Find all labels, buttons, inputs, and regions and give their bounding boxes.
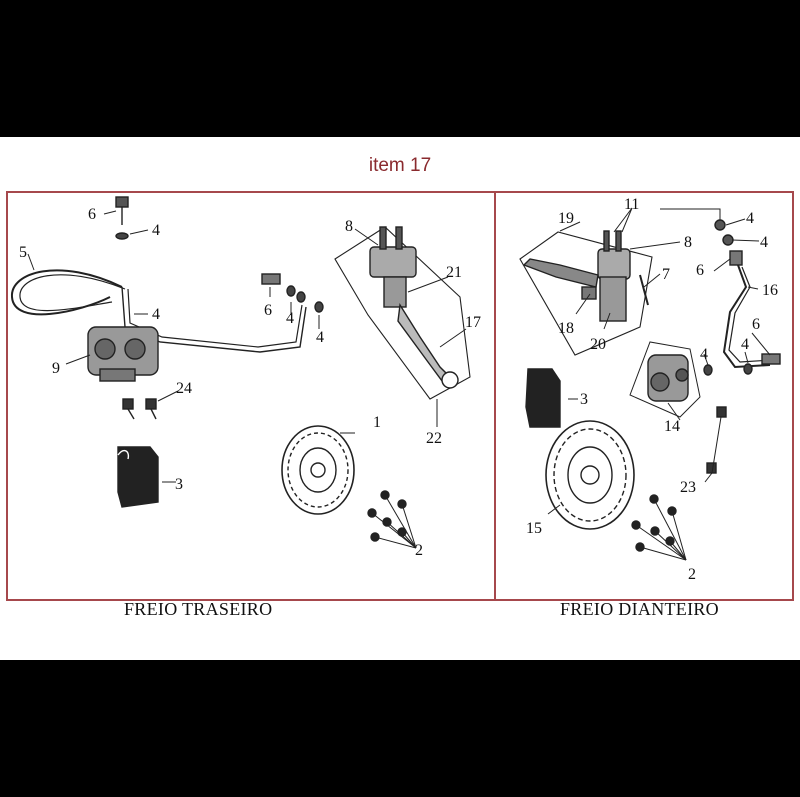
label-5-rear: 5 bbox=[19, 244, 27, 261]
label-4-rear-c: 4 bbox=[286, 310, 294, 327]
label-18-front: 18 bbox=[558, 320, 574, 337]
label-11-front: 11 bbox=[624, 196, 639, 213]
label-6-front-b: 6 bbox=[752, 316, 760, 333]
front-brake-drawing bbox=[519, 207, 781, 561]
diagram-panel: item 17 bbox=[0, 137, 800, 660]
label-7-front: 7 bbox=[662, 266, 670, 283]
front-brake-caption: FREIO DIANTEIRO bbox=[560, 599, 719, 619]
front-pad-part bbox=[525, 368, 561, 428]
label-21-rear: 21 bbox=[446, 264, 462, 281]
label-6-rear: 6 bbox=[88, 206, 96, 223]
rear-number-labels: 6 4 5 4 9 24 3 8 21 6 4 4 17 22 1 2 bbox=[19, 206, 481, 559]
label-20-front: 20 bbox=[590, 336, 606, 353]
rear-bolts-2-part bbox=[367, 490, 407, 542]
label-6-rear-b: 6 bbox=[264, 302, 272, 319]
front-rotor-part bbox=[545, 420, 635, 530]
label-3-front: 3 bbox=[580, 391, 588, 408]
label-16-front: 16 bbox=[762, 282, 778, 299]
label-4-rear-d: 4 bbox=[316, 329, 324, 346]
rear-rotor-part bbox=[281, 425, 355, 515]
parts-drawing: 6 4 5 4 9 24 3 8 21 6 4 4 17 22 1 2 11 1… bbox=[10, 196, 781, 583]
label-4-front-a: 4 bbox=[746, 210, 754, 227]
front-caliper-part bbox=[629, 341, 701, 418]
label-17-rear: 17 bbox=[465, 314, 481, 331]
label-4-rear-b: 4 bbox=[152, 306, 160, 323]
bolts-24-part bbox=[122, 398, 157, 420]
front-master-cylinder-part bbox=[522, 230, 631, 322]
diagram-title: item 17 bbox=[368, 155, 432, 176]
label-19-front: 19 bbox=[558, 210, 574, 227]
label-22-rear: 22 bbox=[426, 430, 442, 447]
front-hose-part bbox=[722, 264, 771, 369]
hose-part bbox=[10, 269, 123, 316]
label-8-front: 8 bbox=[684, 234, 692, 251]
label-2-front: 2 bbox=[688, 566, 696, 583]
front-lever-outline bbox=[519, 231, 653, 356]
rear-caliper-part bbox=[87, 326, 159, 382]
label-4-front-b: 4 bbox=[760, 234, 768, 251]
washer-part bbox=[115, 232, 129, 240]
rear-leader-lines bbox=[27, 210, 467, 549]
label-4-front-c: 4 bbox=[700, 346, 708, 363]
label-8-rear: 8 bbox=[345, 218, 353, 235]
front-bolts-2-part bbox=[631, 494, 677, 552]
bolt-part bbox=[115, 196, 129, 208]
label-4-rear-a: 4 bbox=[152, 222, 160, 239]
front-number-labels: 11 19 8 4 4 6 7 16 18 20 6 4 4 3 14 23 1… bbox=[526, 196, 778, 583]
banjo-bolt-part bbox=[261, 273, 281, 285]
rear-brake-drawing bbox=[10, 196, 471, 549]
label-6-front-a: 6 bbox=[696, 262, 704, 279]
label-15-front: 15 bbox=[526, 520, 542, 537]
front-leader-lines bbox=[547, 207, 771, 561]
label-9-rear: 9 bbox=[52, 360, 60, 377]
label-2-rear: 2 bbox=[415, 542, 423, 559]
label-4-front-d: 4 bbox=[741, 336, 749, 353]
label-24-rear: 24 bbox=[176, 380, 192, 397]
rear-brake-caption: FREIO TRASEIRO bbox=[124, 599, 273, 619]
label-23-front: 23 bbox=[680, 479, 696, 496]
label-1-rear: 1 bbox=[373, 414, 381, 431]
label-14-front: 14 bbox=[664, 418, 680, 435]
label-3-rear: 3 bbox=[175, 476, 183, 493]
rear-master-cylinder-part bbox=[369, 226, 459, 389]
rear-pad-part bbox=[117, 446, 159, 508]
